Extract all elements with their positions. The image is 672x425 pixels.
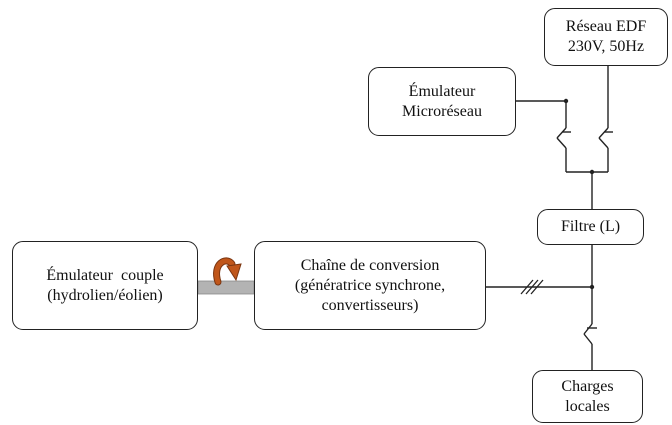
filter-box: Filtre (L) <box>537 209 644 245</box>
grid-box-line1: Réseau EDF <box>565 18 647 35</box>
conversion-box-line1: Chaîne de conversion <box>300 256 440 274</box>
grid-box-line2: 230V, 50Hz <box>567 38 645 55</box>
microgrid-switch <box>556 127 571 149</box>
junction-dot <box>589 284 595 290</box>
grid-box: Réseau EDF 230V, 50Hz <box>544 8 668 66</box>
junction-dot <box>589 169 595 175</box>
torque-emulator-box: Émulateur couple (hydrolien/éolien) <box>12 241 198 330</box>
mechanical-shaft <box>197 280 255 295</box>
torque-box-line1: Émulateur couple <box>46 266 164 284</box>
rotation-arrow-icon <box>213 257 242 286</box>
conversion-chain-box: Chaîne de conversion (génératrice synchr… <box>254 241 486 330</box>
conversion-box-line2: (génératrice synchrone, <box>294 276 446 294</box>
junctions <box>563 98 595 290</box>
grid-switch <box>598 127 613 149</box>
microgrid-box-line1: Émulateur <box>408 82 476 100</box>
microgrid-box-line2: Microréseau <box>402 102 482 120</box>
three-phase-marker <box>520 279 544 295</box>
microgrid-emulator-box: Émulateur Microréseau <box>368 67 516 136</box>
torque-box-line2: (hydrolien/éolien) <box>47 286 163 304</box>
loads-box-line1: Charges <box>561 377 614 395</box>
junction-dot <box>563 98 569 104</box>
loads-box-line2: locales <box>565 397 610 415</box>
local-loads-box: Charges locales <box>532 370 643 423</box>
filter-box-label: Filtre (L) <box>560 218 621 235</box>
conversion-box-line3: convertisseurs) <box>321 296 419 314</box>
loads-switch <box>583 323 597 345</box>
connection-lines <box>486 66 609 370</box>
switches <box>556 127 613 345</box>
